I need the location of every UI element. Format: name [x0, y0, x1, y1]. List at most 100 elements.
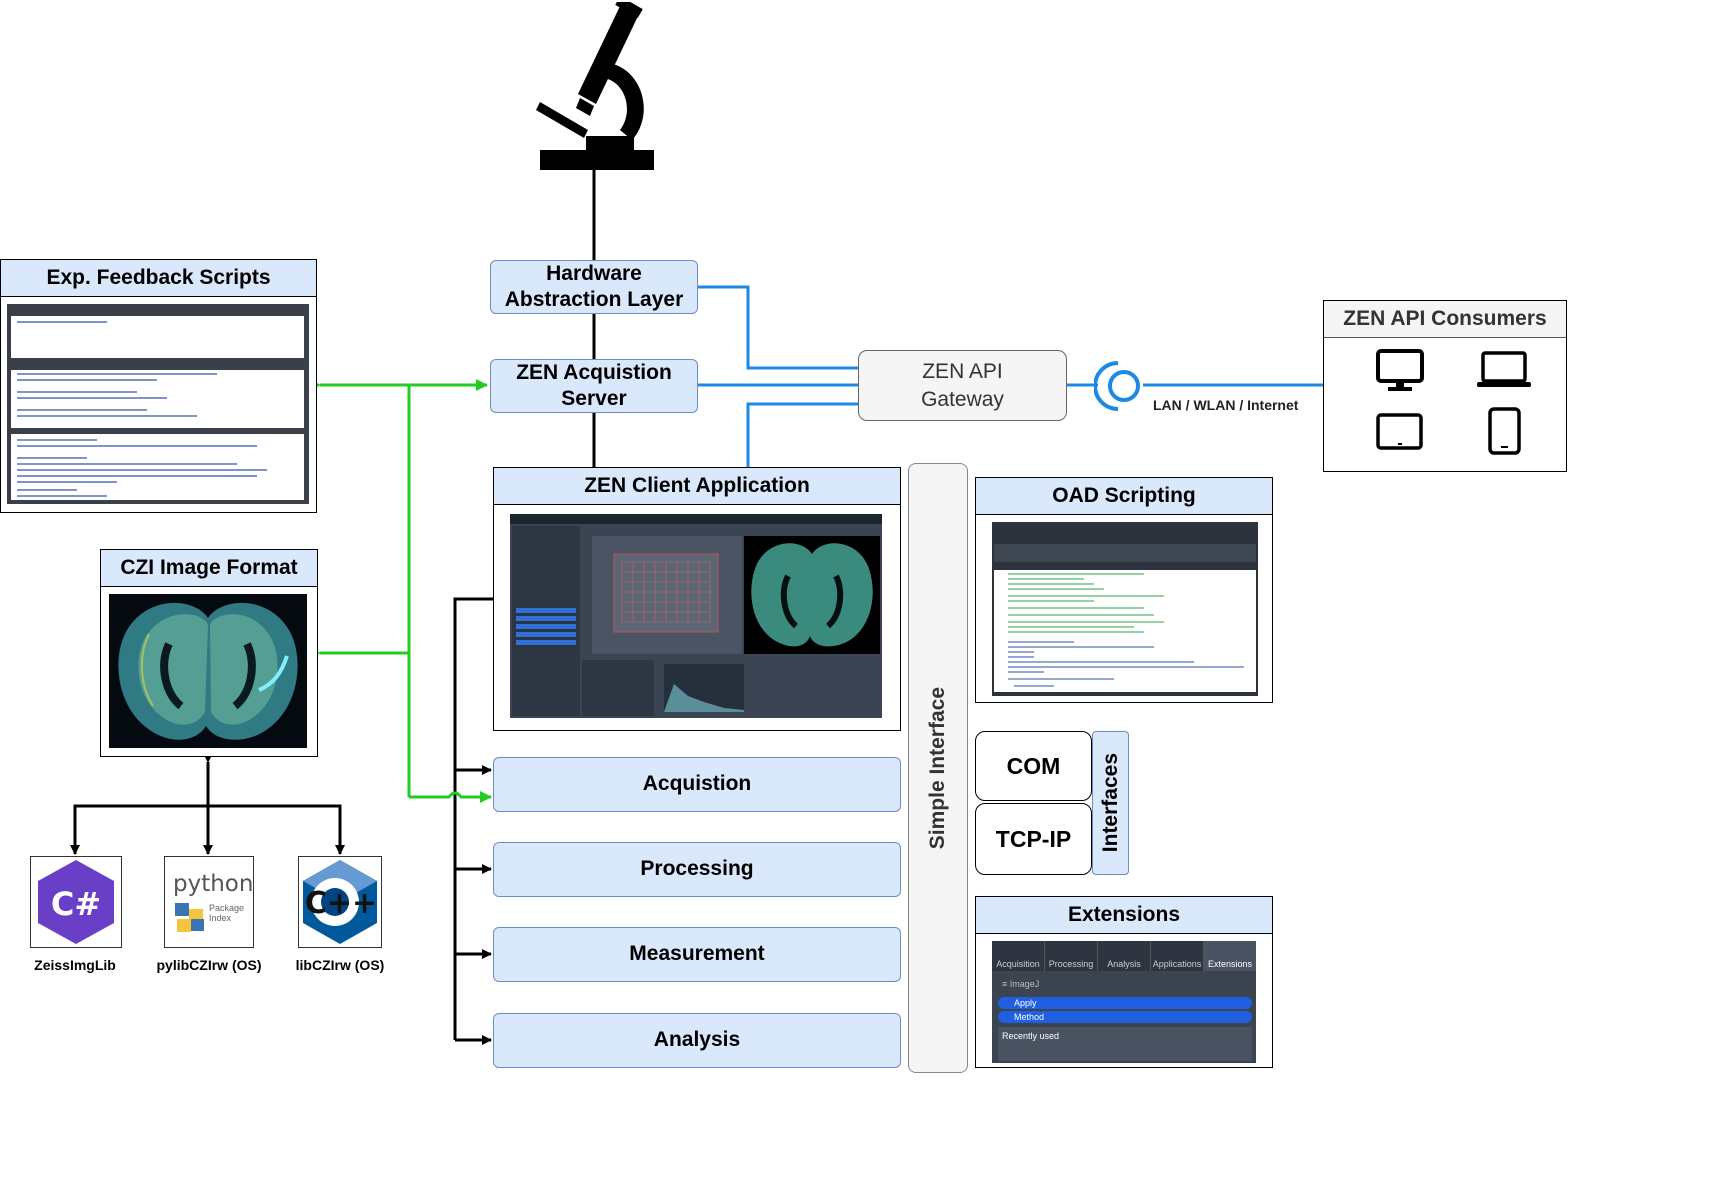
- client-ui-image-view: [744, 536, 880, 654]
- czi-image-format-panel: CZI Image Format: [100, 549, 318, 757]
- client-ui-well-plate-view: [592, 536, 742, 654]
- oad-toolbar: [994, 544, 1256, 562]
- gateway-line1: ZEN API: [922, 360, 1003, 384]
- ext-group-imagej: ≡ ImageJ: [1002, 979, 1040, 989]
- oad-code-area: [994, 570, 1256, 692]
- simple-interface-bar: Simple Interface: [908, 463, 968, 1073]
- module-label: Acquistion: [642, 772, 752, 796]
- consumers-title: ZEN API Consumers: [1324, 301, 1566, 338]
- module-label: Analysis: [653, 1028, 741, 1052]
- zen-client-application-panel: ZEN Client Application: [493, 467, 901, 731]
- exp-feedback-scripts-panel: Exp. Feedback Scripts: [0, 259, 317, 513]
- desktop-monitor-icon: [1376, 349, 1424, 391]
- tcpip-interface-box: TCP-IP: [975, 803, 1092, 875]
- client-ui-histogram: [664, 664, 744, 712]
- oad-title: OAD Scripting: [976, 478, 1272, 515]
- microscope-icon: [530, 0, 660, 172]
- oad-scripting-panel: OAD Scripting: [975, 477, 1273, 703]
- ext-tab-label: Applications: [1152, 959, 1202, 969]
- ext-method-label: Method: [1014, 1012, 1045, 1022]
- feedback-title: Exp. Feedback Scripts: [1, 260, 316, 297]
- module-label: Processing: [640, 857, 754, 881]
- ext-tab-label: Analysis: [1107, 959, 1141, 969]
- hal-line2: Abstraction Layer: [504, 288, 684, 311]
- laptop-icon: [1477, 351, 1531, 387]
- script-block-3: [11, 434, 304, 500]
- feedback-script-editor-screenshot: [7, 304, 309, 504]
- green-feedback-lines: [309, 379, 492, 803]
- extensions-title: Extensions: [976, 897, 1272, 934]
- python-package-icon: [175, 903, 204, 932]
- server-line2: Server: [561, 387, 627, 410]
- well-plate-grid: [613, 553, 719, 633]
- ext-apply-row[interactable]: Apply: [998, 997, 1252, 1009]
- ext-method-row[interactable]: Method: [998, 1011, 1252, 1023]
- module-tree-lines: [453, 597, 493, 1045]
- network-broadcast-icon: [1094, 361, 1140, 411]
- interfaces-label-box: Interfaces: [1092, 731, 1129, 875]
- script-block-1: [11, 316, 304, 358]
- com-label: COM: [1006, 752, 1061, 779]
- interfaces-label: Interfaces: [1098, 753, 1122, 853]
- smartphone-icon: [1488, 407, 1521, 455]
- client-ui-titlebar: [510, 514, 882, 524]
- connector-layer: [70, 168, 1323, 1045]
- czi-title: CZI Image Format: [101, 550, 317, 587]
- server-line1: ZEN Acquistion: [516, 360, 672, 384]
- python-logo-text: python: [173, 871, 254, 897]
- cpp-hexagon-icon: C++: [303, 860, 377, 944]
- client-ui-left-pane: [512, 526, 580, 716]
- ext-tab-label: Extensions: [1207, 959, 1253, 969]
- cpp-library-logo-box: C++: [298, 856, 382, 948]
- zen-client-ui-screenshot: [510, 514, 882, 718]
- gateway-line2: Gateway: [921, 387, 1004, 411]
- module-analysis[interactable]: Analysis: [493, 1013, 901, 1068]
- module-label: Measurement: [629, 942, 765, 966]
- tcpip-label: TCP-IP: [995, 825, 1072, 852]
- lib-label-pylibczirw: pylibCZIrw (OS): [156, 957, 262, 973]
- lib-label-zeissimglib: ZeissImgLib: [34, 957, 116, 973]
- python-logo-subtext: Package Index: [209, 903, 245, 923]
- library-arrows: [70, 753, 345, 855]
- oad-code-lines: [1008, 573, 1244, 687]
- module-processing[interactable]: Processing: [493, 842, 901, 897]
- code-lines: [17, 321, 267, 497]
- python-library-logo-box: python Package Index: [164, 856, 254, 948]
- oad-editor-screenshot: [992, 522, 1258, 696]
- brain-tissue-illustration: [118, 602, 298, 740]
- czi-sample-image: [109, 594, 307, 748]
- client-title: ZEN Client Application: [494, 468, 900, 505]
- ext-apply-label: Apply: [1014, 998, 1037, 1008]
- extensions-panel: Extensions Acquisition Processing Analys…: [975, 896, 1273, 1068]
- blue-gateway-lines: [698, 285, 1323, 467]
- ext-tab-label: Acquisition: [996, 959, 1040, 969]
- com-interface-box: COM: [975, 731, 1092, 801]
- hardware-abstraction-layer-box: Hardware Abstraction Layer: [490, 260, 698, 314]
- ext-tab-applications[interactable]: Applications: [1151, 941, 1204, 971]
- ext-tab-label: Processing: [1048, 959, 1094, 969]
- hal-line1: Hardware: [546, 261, 642, 285]
- ext-tab-analysis[interactable]: Analysis: [1098, 941, 1151, 971]
- module-acquisition[interactable]: Acquistion: [493, 757, 901, 812]
- cpp-logo-text: C++: [305, 886, 377, 921]
- simple-interface-label: Simple Interface: [926, 686, 949, 850]
- zen-api-gateway-box: ZEN API Gateway: [858, 350, 1067, 421]
- tablet-icon: [1376, 413, 1423, 450]
- lib-label-libczirw: libCZIrw (OS): [295, 957, 385, 973]
- network-label: LAN / WLAN / Internet: [1153, 397, 1299, 413]
- ext-tab-extensions[interactable]: Extensions: [1204, 941, 1256, 971]
- ext-group-label: ImageJ: [1009, 979, 1040, 989]
- zen-acquisition-server-box: ZEN Acquistion Server: [490, 359, 698, 413]
- extensions-tab-bar: Acquisition Processing Analysis Applicat…: [992, 941, 1256, 971]
- csharp-hexagon-icon: C#: [38, 860, 114, 944]
- csharp-library-logo-box: C#: [30, 856, 122, 948]
- ext-recent-panel: Recently used: [998, 1027, 1252, 1061]
- client-brain-thumbnail: [751, 543, 873, 647]
- ext-recent-label: Recently used: [1002, 1031, 1060, 1041]
- ext-tab-processing[interactable]: Processing: [1045, 941, 1098, 971]
- extensions-ui-screenshot: Acquisition Processing Analysis Applicat…: [992, 941, 1256, 1063]
- csharp-logo-text: C#: [51, 885, 101, 923]
- module-measurement[interactable]: Measurement: [493, 927, 901, 982]
- zen-api-consumers-panel: ZEN API Consumers: [1323, 300, 1567, 472]
- ext-tab-acquisition[interactable]: Acquisition: [992, 941, 1045, 971]
